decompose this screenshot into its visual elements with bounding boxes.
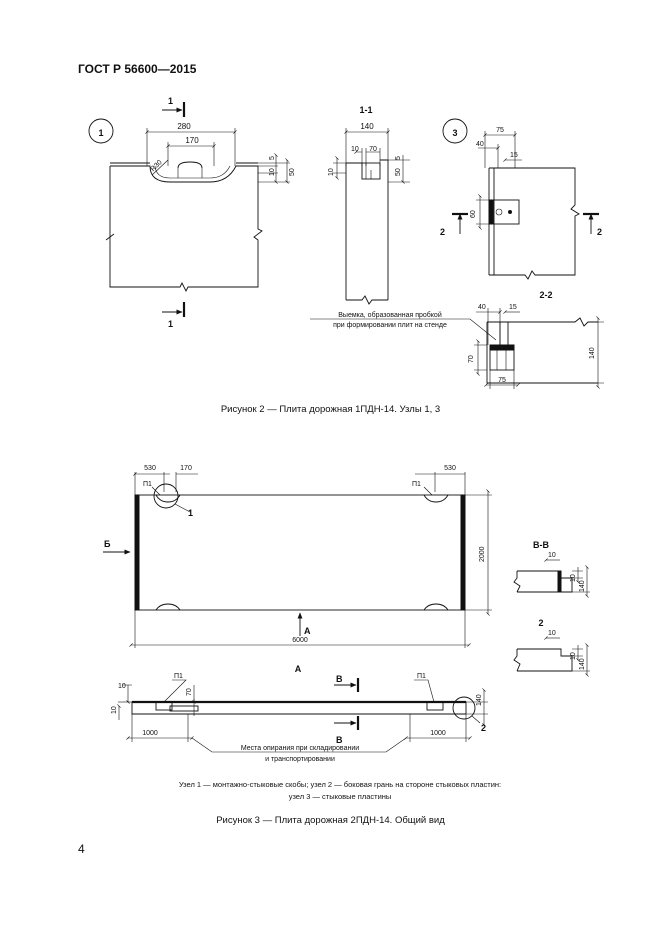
plan-dim-530-left: 530 <box>144 465 156 472</box>
view-a-slab-outline <box>131 701 467 715</box>
view-a-drawing: А 2 П1 П1 10 10 70 <box>111 664 488 763</box>
view-a-mark-v-top: В <box>336 674 343 684</box>
section-1-1-outline <box>345 159 389 305</box>
section-1-1-drawing: 1-1 140 10 70 5 50 10 <box>328 105 410 305</box>
plan-dim-width: 2000 <box>479 546 486 562</box>
view-a-note-line1: Места опирания при складировании <box>241 745 359 752</box>
node-2-dim-10-vert: 10 <box>570 652 577 660</box>
page-number: 4 <box>78 842 85 856</box>
section-vv-dim-10-vert: 10 <box>570 574 577 582</box>
node-3-dim-75: 75 <box>496 127 504 134</box>
node-1-radius: R30 <box>150 159 164 173</box>
section-2-2-dim-70: 70 <box>468 355 475 363</box>
view-a-dim-10: 10 <box>118 683 126 690</box>
plan-dim-length: 6000 <box>292 637 308 644</box>
section-vv-dim-10: 10 <box>548 552 556 559</box>
view-a-dim-1000-right: 1000 <box>430 730 446 737</box>
figure-3-caption: Рисунок 3 — Плита дорожная 2ПДН-14. Общи… <box>216 815 445 826</box>
plan-label-p1-right: П1 <box>412 481 421 488</box>
plan-view: 530 170 530 1 П1 П1 Б А <box>103 465 492 648</box>
node-2-dim-140: 140 <box>579 658 586 670</box>
view-a-label-p1-right: П1 <box>417 673 426 680</box>
node-3-dim-15: 15 <box>510 152 518 159</box>
node-3-slab-outline <box>488 167 580 280</box>
node-2-dim-10: 10 <box>548 630 556 637</box>
section-vv-title: В-В <box>533 540 549 550</box>
node-1-dim-5: 5 <box>269 156 276 160</box>
plan-dim-170: 170 <box>180 465 192 472</box>
section-mark-1-bottom: 1 <box>168 319 173 329</box>
section-1-1-dim-70: 70 <box>369 146 377 153</box>
plan-node-ref-1: 1 <box>188 508 193 518</box>
plan-label-p1-left: П1 <box>143 481 152 488</box>
view-a-dim-1000-left: 1000 <box>142 730 158 737</box>
section-mark-2-left: 2 <box>440 227 445 237</box>
section-2-2-outline <box>486 317 598 384</box>
section-2-2-note-line1: Выемка, образованная пробкой <box>338 311 442 319</box>
section-2-2-note-line2: при формировании плит на стенде <box>333 322 447 329</box>
node-1-dim-50: 50 <box>289 168 296 176</box>
section-vv-drawing: В-В 10 10 140 <box>513 540 590 598</box>
node-3-drawing: 3 75 40 15 60 2 2 <box>440 118 602 280</box>
view-a-mark-v-bottom: В <box>336 735 343 745</box>
node-2-title: 2 <box>538 618 543 628</box>
plan-arrow-b: Б <box>104 539 111 549</box>
section-1-1-dim-140: 140 <box>360 122 374 131</box>
figure-2: 1 1 280 170 R30 <box>88 96 604 389</box>
node-3-dim-60: 60 <box>470 210 477 218</box>
view-a-dim-10-vert: 10 <box>111 706 118 714</box>
figure-3: 530 170 530 1 П1 П1 Б А <box>103 465 590 763</box>
view-a-title: А <box>295 664 302 674</box>
node-1-dim-10: 10 <box>269 168 276 176</box>
view-a-dim-70: 70 <box>186 688 193 696</box>
node-2-drawing: 2 10 10 140 <box>513 618 590 677</box>
view-a-node-ref-2: 2 <box>481 723 486 733</box>
section-1-1-dim-50: 50 <box>395 168 402 176</box>
section-1-1-dim-5: 5 <box>395 156 402 160</box>
section-2-2-dim-75: 75 <box>498 377 506 384</box>
node-3-dim-40: 40 <box>476 141 484 148</box>
section-2-2-dim-15: 15 <box>509 304 517 311</box>
node-3-badge-circle <box>442 118 468 144</box>
section-1-1-dim-10-vert: 10 <box>328 168 335 176</box>
plan-arrow-a: А <box>304 626 311 636</box>
figure-3-legend-line2: узел 3 — стыковые пластины <box>288 792 392 801</box>
section-1-1-dim-10: 10 <box>351 146 359 153</box>
section-2-2-drawing: 2-2 Выемка, образованная пробкой при фор… <box>310 290 604 389</box>
view-a-label-p1-left: П1 <box>174 673 183 680</box>
plan-dim-530-right: 530 <box>444 465 456 472</box>
section-2-2-dim-40: 40 <box>478 304 486 311</box>
plan-slab-outline <box>134 494 466 611</box>
section-vv-dim-140: 140 <box>579 580 586 592</box>
figure-3-legend-line1: Узел 1 — монтажно-стыковые скобы; узел 2… <box>178 780 502 789</box>
figure-2-caption: Рисунок 2 — Плита дорожная 1ПДН-14. Узлы… <box>220 404 441 415</box>
view-a-note-line2: и транспортировании <box>265 756 335 763</box>
section-1-1-title: 1-1 <box>359 105 372 115</box>
node-3-badge: 3 <box>452 128 457 138</box>
view-a-dim-140: 140 <box>476 694 483 706</box>
node-1-dim-170: 170 <box>185 136 199 145</box>
node-1-badge: 1 <box>98 128 103 138</box>
figure-3-legend: Узел 1 — монтажно-стыковые скобы; узел 2… <box>60 779 620 803</box>
section-mark-1-top: 1 <box>168 96 173 106</box>
section-2-2-title: 2-2 <box>539 290 552 300</box>
node-1-badge-circle <box>88 118 114 144</box>
node-1-dim-280: 280 <box>177 122 191 131</box>
section-2-2-dim-140: 140 <box>589 347 596 359</box>
node-1-drawing: 1 1 280 170 R30 <box>88 96 296 329</box>
node-1-slab-outline <box>105 165 263 293</box>
section-mark-2-right: 2 <box>597 227 602 237</box>
document-header: ГОСТ Р 56600—2015 <box>78 62 197 76</box>
